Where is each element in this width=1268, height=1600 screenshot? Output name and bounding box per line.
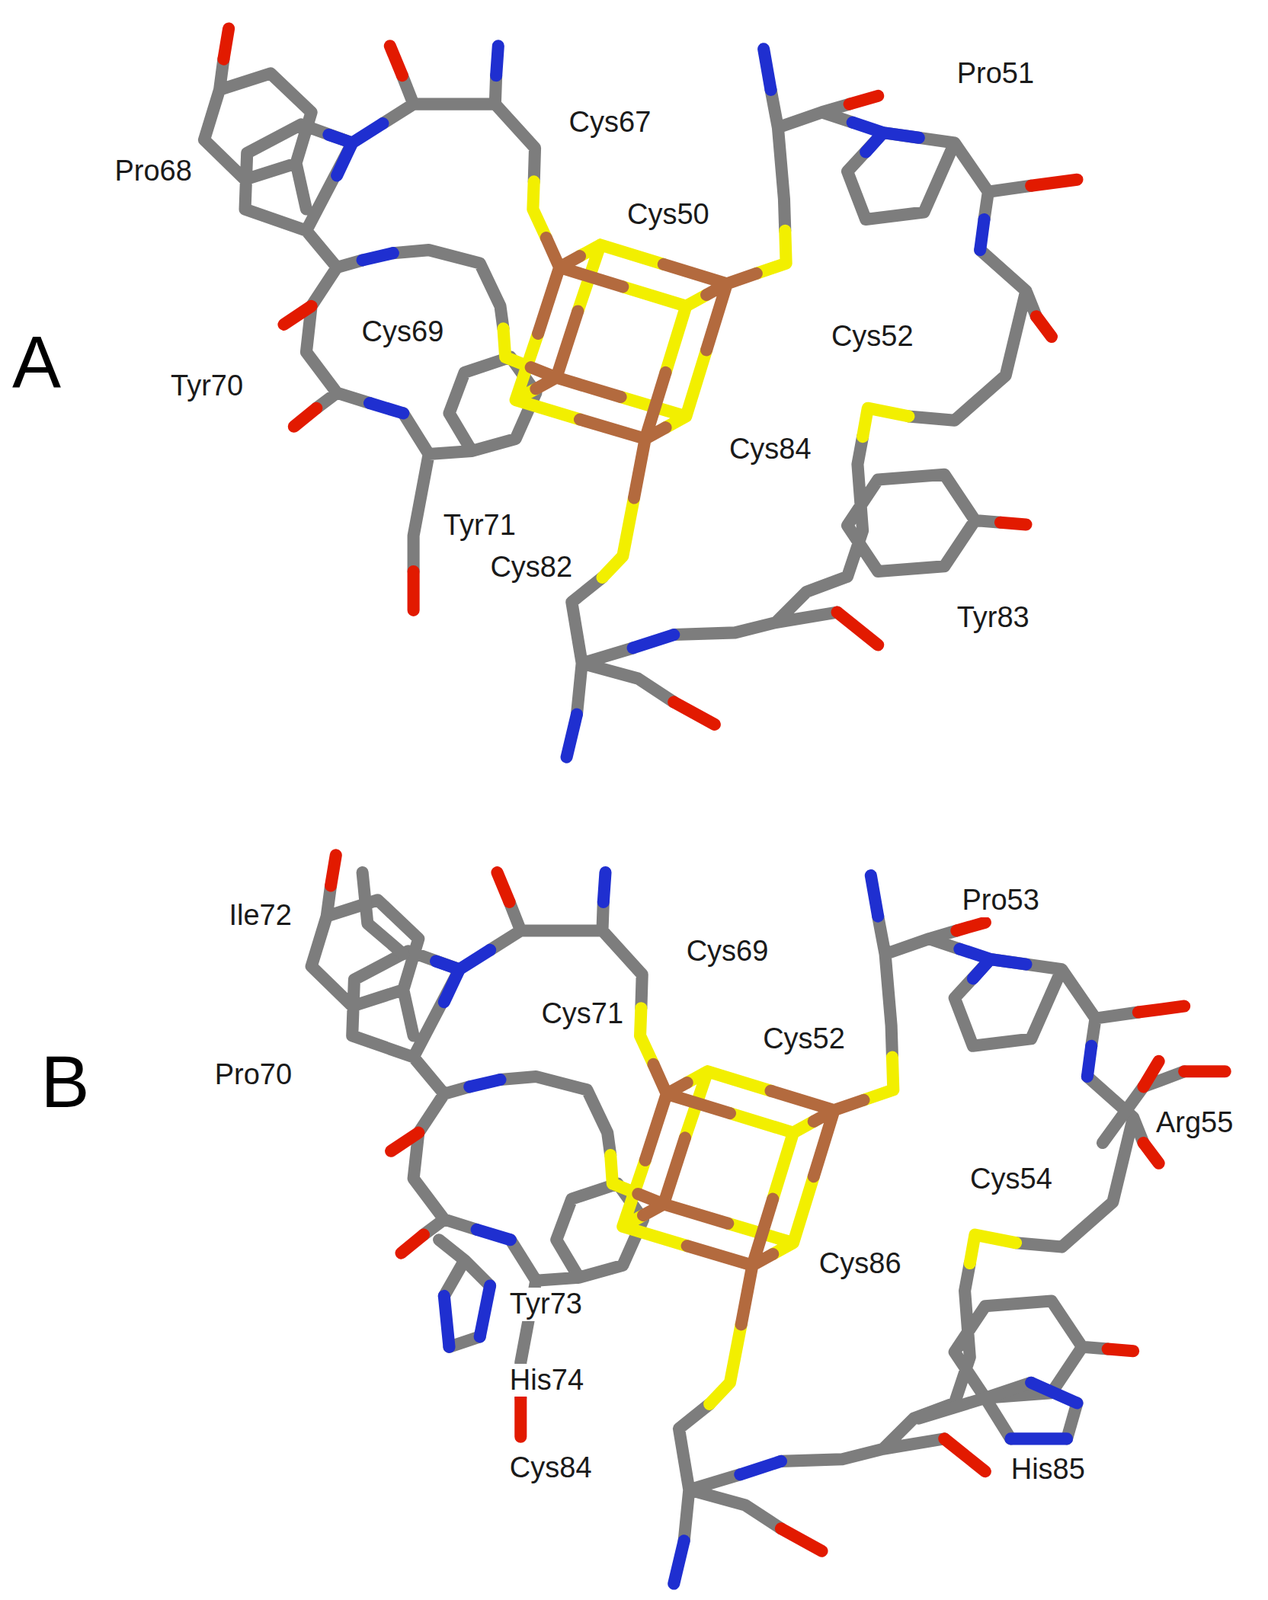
residue-label: Cys67 xyxy=(566,105,654,140)
residue-label: Arg55 xyxy=(1153,1106,1236,1140)
residue-label: Cys71 xyxy=(538,997,626,1032)
residue-label: Pro68 xyxy=(112,154,194,189)
panel-letter: A xyxy=(12,320,61,404)
residue-label: Pro70 xyxy=(212,1058,295,1092)
panel-letter: B xyxy=(41,1040,90,1124)
cluster-site-a xyxy=(204,28,1078,758)
residue-label: Cys50 xyxy=(624,198,712,232)
residue-label: Cys54 xyxy=(967,1162,1055,1197)
residue-label: Tyr71 xyxy=(441,509,519,543)
residue-label: Cys84 xyxy=(726,432,814,467)
residue-label: Cys86 xyxy=(816,1247,904,1281)
residue-label: Tyr73 xyxy=(507,1287,585,1322)
residue-label: His85 xyxy=(1008,1453,1088,1487)
residue-label: Ile72 xyxy=(226,899,294,933)
residue-label: Cys52 xyxy=(829,320,916,354)
residue-label: Cys84 xyxy=(507,1451,595,1486)
residue-label: Pro53 xyxy=(959,883,1041,918)
residue-label: Tyr83 xyxy=(954,601,1032,635)
residue-label: Cys69 xyxy=(359,315,447,350)
cluster-site-b xyxy=(311,854,1185,1584)
residue-label: Pro51 xyxy=(954,57,1037,91)
residue-label: Tyr70 xyxy=(168,369,246,404)
residue-label: Cys52 xyxy=(760,1022,848,1057)
residue-label: His74 xyxy=(507,1364,586,1398)
residue-label: Cys69 xyxy=(684,934,772,969)
site-b-extra-residues xyxy=(362,872,1226,1439)
residue-label: Cys82 xyxy=(487,550,575,585)
